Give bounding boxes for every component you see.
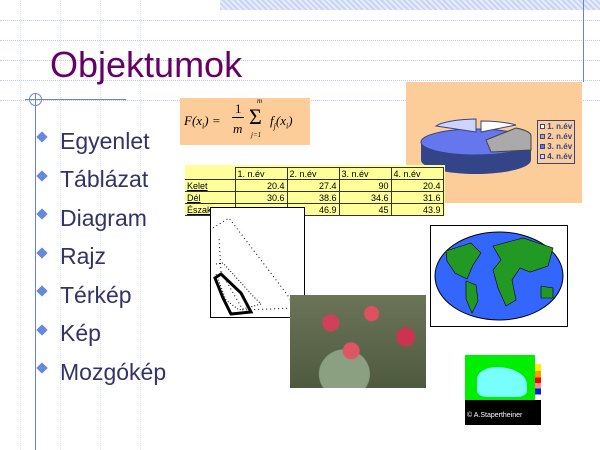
bullet-text: Diagram xyxy=(60,204,147,231)
table-header-cell xyxy=(185,167,236,180)
bullet-text: Kép xyxy=(60,320,101,347)
world-map xyxy=(434,231,564,321)
legend-item: 3. n.év xyxy=(540,142,572,152)
bullet-text: Egyenlet xyxy=(60,127,150,154)
drawing-object[interactable] xyxy=(210,207,305,318)
table-cell: Dél xyxy=(185,191,236,204)
table-cell: 90 xyxy=(338,179,392,192)
table-header-cell: 1. n.év xyxy=(234,167,288,180)
title-underline xyxy=(25,99,126,100)
cactus-photo[interactable] xyxy=(290,295,426,388)
world-map-object[interactable] xyxy=(430,225,568,327)
table-cell: 38.6 xyxy=(286,191,340,204)
pie-slice-1 xyxy=(480,120,517,133)
table-cell: 34.6 xyxy=(338,191,392,204)
accent-line xyxy=(583,0,584,82)
table-cell: 31.6 xyxy=(390,191,444,204)
diamond-bullet-icon xyxy=(36,170,48,182)
bullet-text: Térkép xyxy=(60,281,132,308)
bullet-item: Táblázat xyxy=(36,161,166,200)
table-header-cell: 3. n.év xyxy=(338,167,392,180)
fish-shape xyxy=(477,367,527,397)
bullet-item: Kép xyxy=(36,315,166,354)
sigma-icon: Σ xyxy=(249,104,262,129)
table-header-cell: 2. n.év xyxy=(286,167,340,180)
legend-item: 4. n.év xyxy=(540,152,572,162)
accent-vertical-line xyxy=(35,93,36,450)
equation-object[interactable]: F(xi) = 1 m m Σ j=1 fj(xi) xyxy=(180,97,310,145)
pie-slice-4 xyxy=(434,118,477,133)
bullet-text: Rajz xyxy=(60,243,107,270)
bullet-item: Rajz xyxy=(36,238,166,277)
bullet-list: Egyenlet Táblázat Diagram Rajz Térkép Ké… xyxy=(36,122,167,392)
pie-chart-object[interactable]: 1. n.év 2. n.év 3. n.év 4. n.év xyxy=(406,82,582,203)
legend-item: 2. n.év xyxy=(540,132,572,142)
sum-upper: m xyxy=(257,97,263,105)
bullet-text: Mozgókép xyxy=(60,358,167,385)
fraction-bar xyxy=(232,117,244,118)
legend-item: 1. n.év xyxy=(540,122,572,132)
equation-numerator: 1 xyxy=(235,101,242,116)
bullet-item: Egyenlet xyxy=(36,122,166,161)
slide-title: Objektumok xyxy=(50,44,243,85)
equation-denominator: m xyxy=(233,121,243,136)
table-cell: 27.4 xyxy=(286,179,340,192)
diamond-bullet-icon xyxy=(36,285,48,297)
diamond-bullet-icon xyxy=(36,208,48,220)
table-cell: 45 xyxy=(338,203,392,216)
animation-object[interactable]: © A.Stapertheiner xyxy=(465,355,541,425)
sum-lower: j=1 xyxy=(251,131,262,139)
bullet-item: Diagram xyxy=(36,199,166,238)
bullet-item: Térkép xyxy=(36,276,166,315)
equation-lhs: F(xi) = xyxy=(184,113,221,131)
top-band xyxy=(220,0,600,10)
table-cell: Kelet xyxy=(185,179,236,192)
bullet-text: Táblázat xyxy=(60,166,149,193)
diamond-bullet-icon xyxy=(36,131,48,143)
line-drawing xyxy=(212,217,297,316)
table-header-cell: 4. n.év xyxy=(390,167,444,180)
table-cell: 20.4 xyxy=(390,179,444,192)
chart-legend: 1. n.év 2. n.év 3. n.év 4. n.év xyxy=(537,120,576,164)
diamond-bullet-icon xyxy=(36,247,48,259)
animation-credit: © A.Stapertheiner xyxy=(467,412,523,419)
color-palette xyxy=(535,355,541,400)
pie-chart xyxy=(420,118,532,174)
table-cell: 30.6 xyxy=(234,191,288,204)
bullet-item: Mozgókép xyxy=(36,353,167,392)
table-cell: 20.4 xyxy=(234,179,288,192)
pie-slice-2 xyxy=(485,127,532,153)
equation-term: fj(xi) xyxy=(270,113,293,131)
diamond-bullet-icon xyxy=(36,362,48,374)
table-cell: 43.9 xyxy=(390,203,444,216)
diamond-bullet-icon xyxy=(36,324,48,336)
